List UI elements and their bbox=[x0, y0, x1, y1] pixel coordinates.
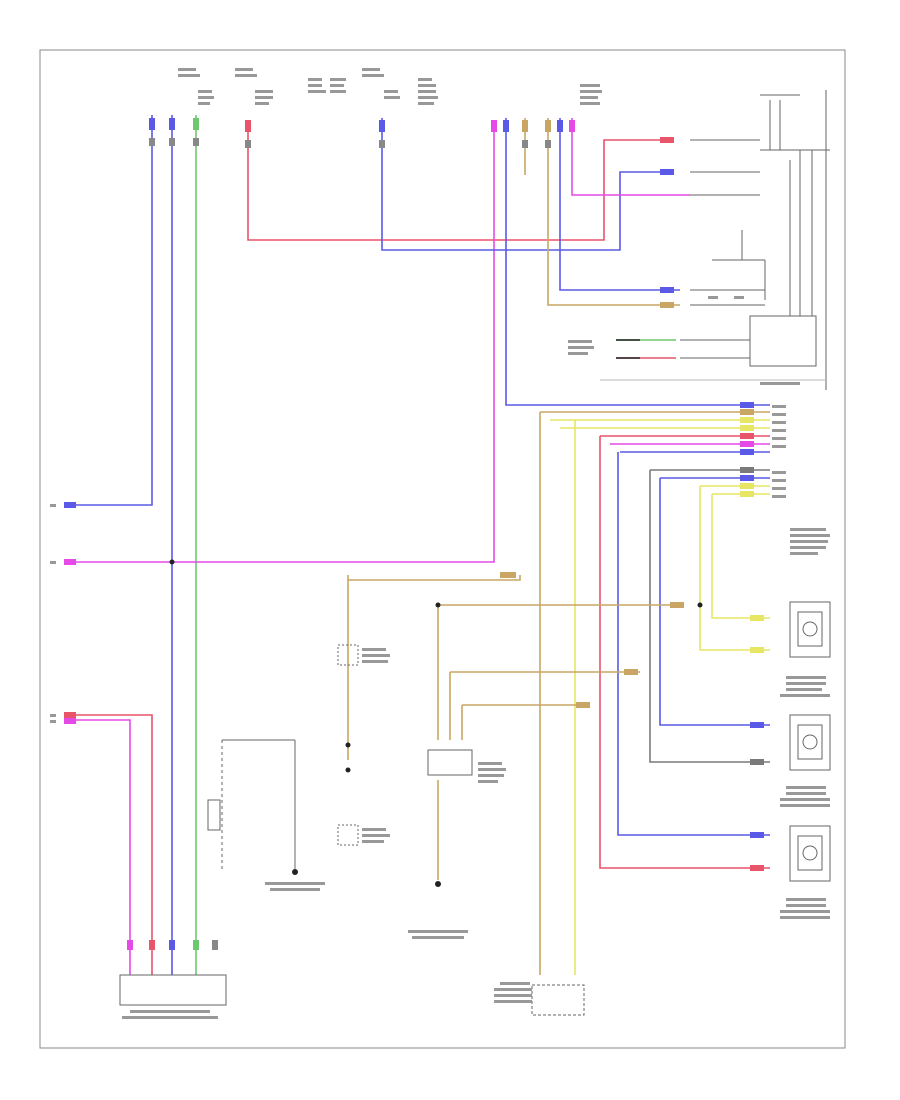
left-front-sensor-labels bbox=[362, 648, 390, 843]
top-right-small-wires bbox=[616, 339, 676, 359]
left-edge-labels bbox=[50, 504, 56, 723]
wire-blue-right bbox=[505, 118, 770, 406]
wire-blue-v bbox=[617, 452, 770, 836]
wire-red-v bbox=[599, 436, 770, 869]
occupant-sensor bbox=[427, 749, 473, 776]
seat-belt-switch-pins bbox=[127, 940, 218, 950]
wire-yellow-v2 bbox=[699, 486, 770, 651]
left-front-seat-position-sensor bbox=[337, 644, 359, 846]
seat-belt-switch-label bbox=[122, 1010, 218, 1019]
right-front-seat-position-sensor bbox=[789, 601, 831, 658]
wire-gray-v bbox=[649, 470, 770, 763]
wire-blue-v2 bbox=[659, 478, 770, 726]
left-harness-wires bbox=[64, 115, 660, 975]
left-subcircuit bbox=[207, 739, 296, 870]
vertical-drop-wires bbox=[539, 412, 770, 975]
diagram-border bbox=[39, 49, 846, 1049]
top-right-module bbox=[600, 90, 830, 390]
right-sensor-labels bbox=[780, 676, 830, 919]
connector-markers-top bbox=[379, 120, 575, 148]
top-mid-wires bbox=[381, 118, 770, 406]
occupant-sensor-wires bbox=[347, 575, 670, 880]
top-right-labels bbox=[568, 296, 800, 385]
wire-blue-3 bbox=[559, 118, 680, 291]
connector-markers-left bbox=[149, 118, 251, 565]
left-front-impact-sensor bbox=[789, 714, 831, 771]
seat-belt-switch bbox=[119, 974, 227, 1006]
center-sensor-labels bbox=[772, 405, 830, 555]
wire-tan-2 bbox=[547, 118, 680, 306]
wire-blue-top bbox=[381, 118, 660, 251]
wire-blue-1 bbox=[64, 115, 153, 506]
splice-dots bbox=[345, 602, 703, 773]
wire-pink-main bbox=[64, 125, 495, 563]
wire-red-top bbox=[247, 120, 660, 241]
ground-g2 bbox=[408, 881, 468, 939]
center-airbag-sensor bbox=[531, 984, 585, 1016]
wire-yellow-v3 bbox=[711, 494, 770, 619]
occupant-sensor-label bbox=[478, 762, 506, 783]
wire-pink-2 bbox=[571, 118, 690, 196]
bottom-sensor-labels bbox=[494, 982, 532, 1003]
wire-pink-lower bbox=[64, 719, 131, 975]
right-front-impact-sensor bbox=[789, 825, 831, 882]
center-sensor-bus bbox=[540, 411, 770, 495]
wire-tags bbox=[64, 137, 764, 871]
top-source-labels bbox=[178, 68, 602, 105]
ground-g1 bbox=[265, 869, 325, 891]
wire-red-lower bbox=[64, 714, 153, 975]
